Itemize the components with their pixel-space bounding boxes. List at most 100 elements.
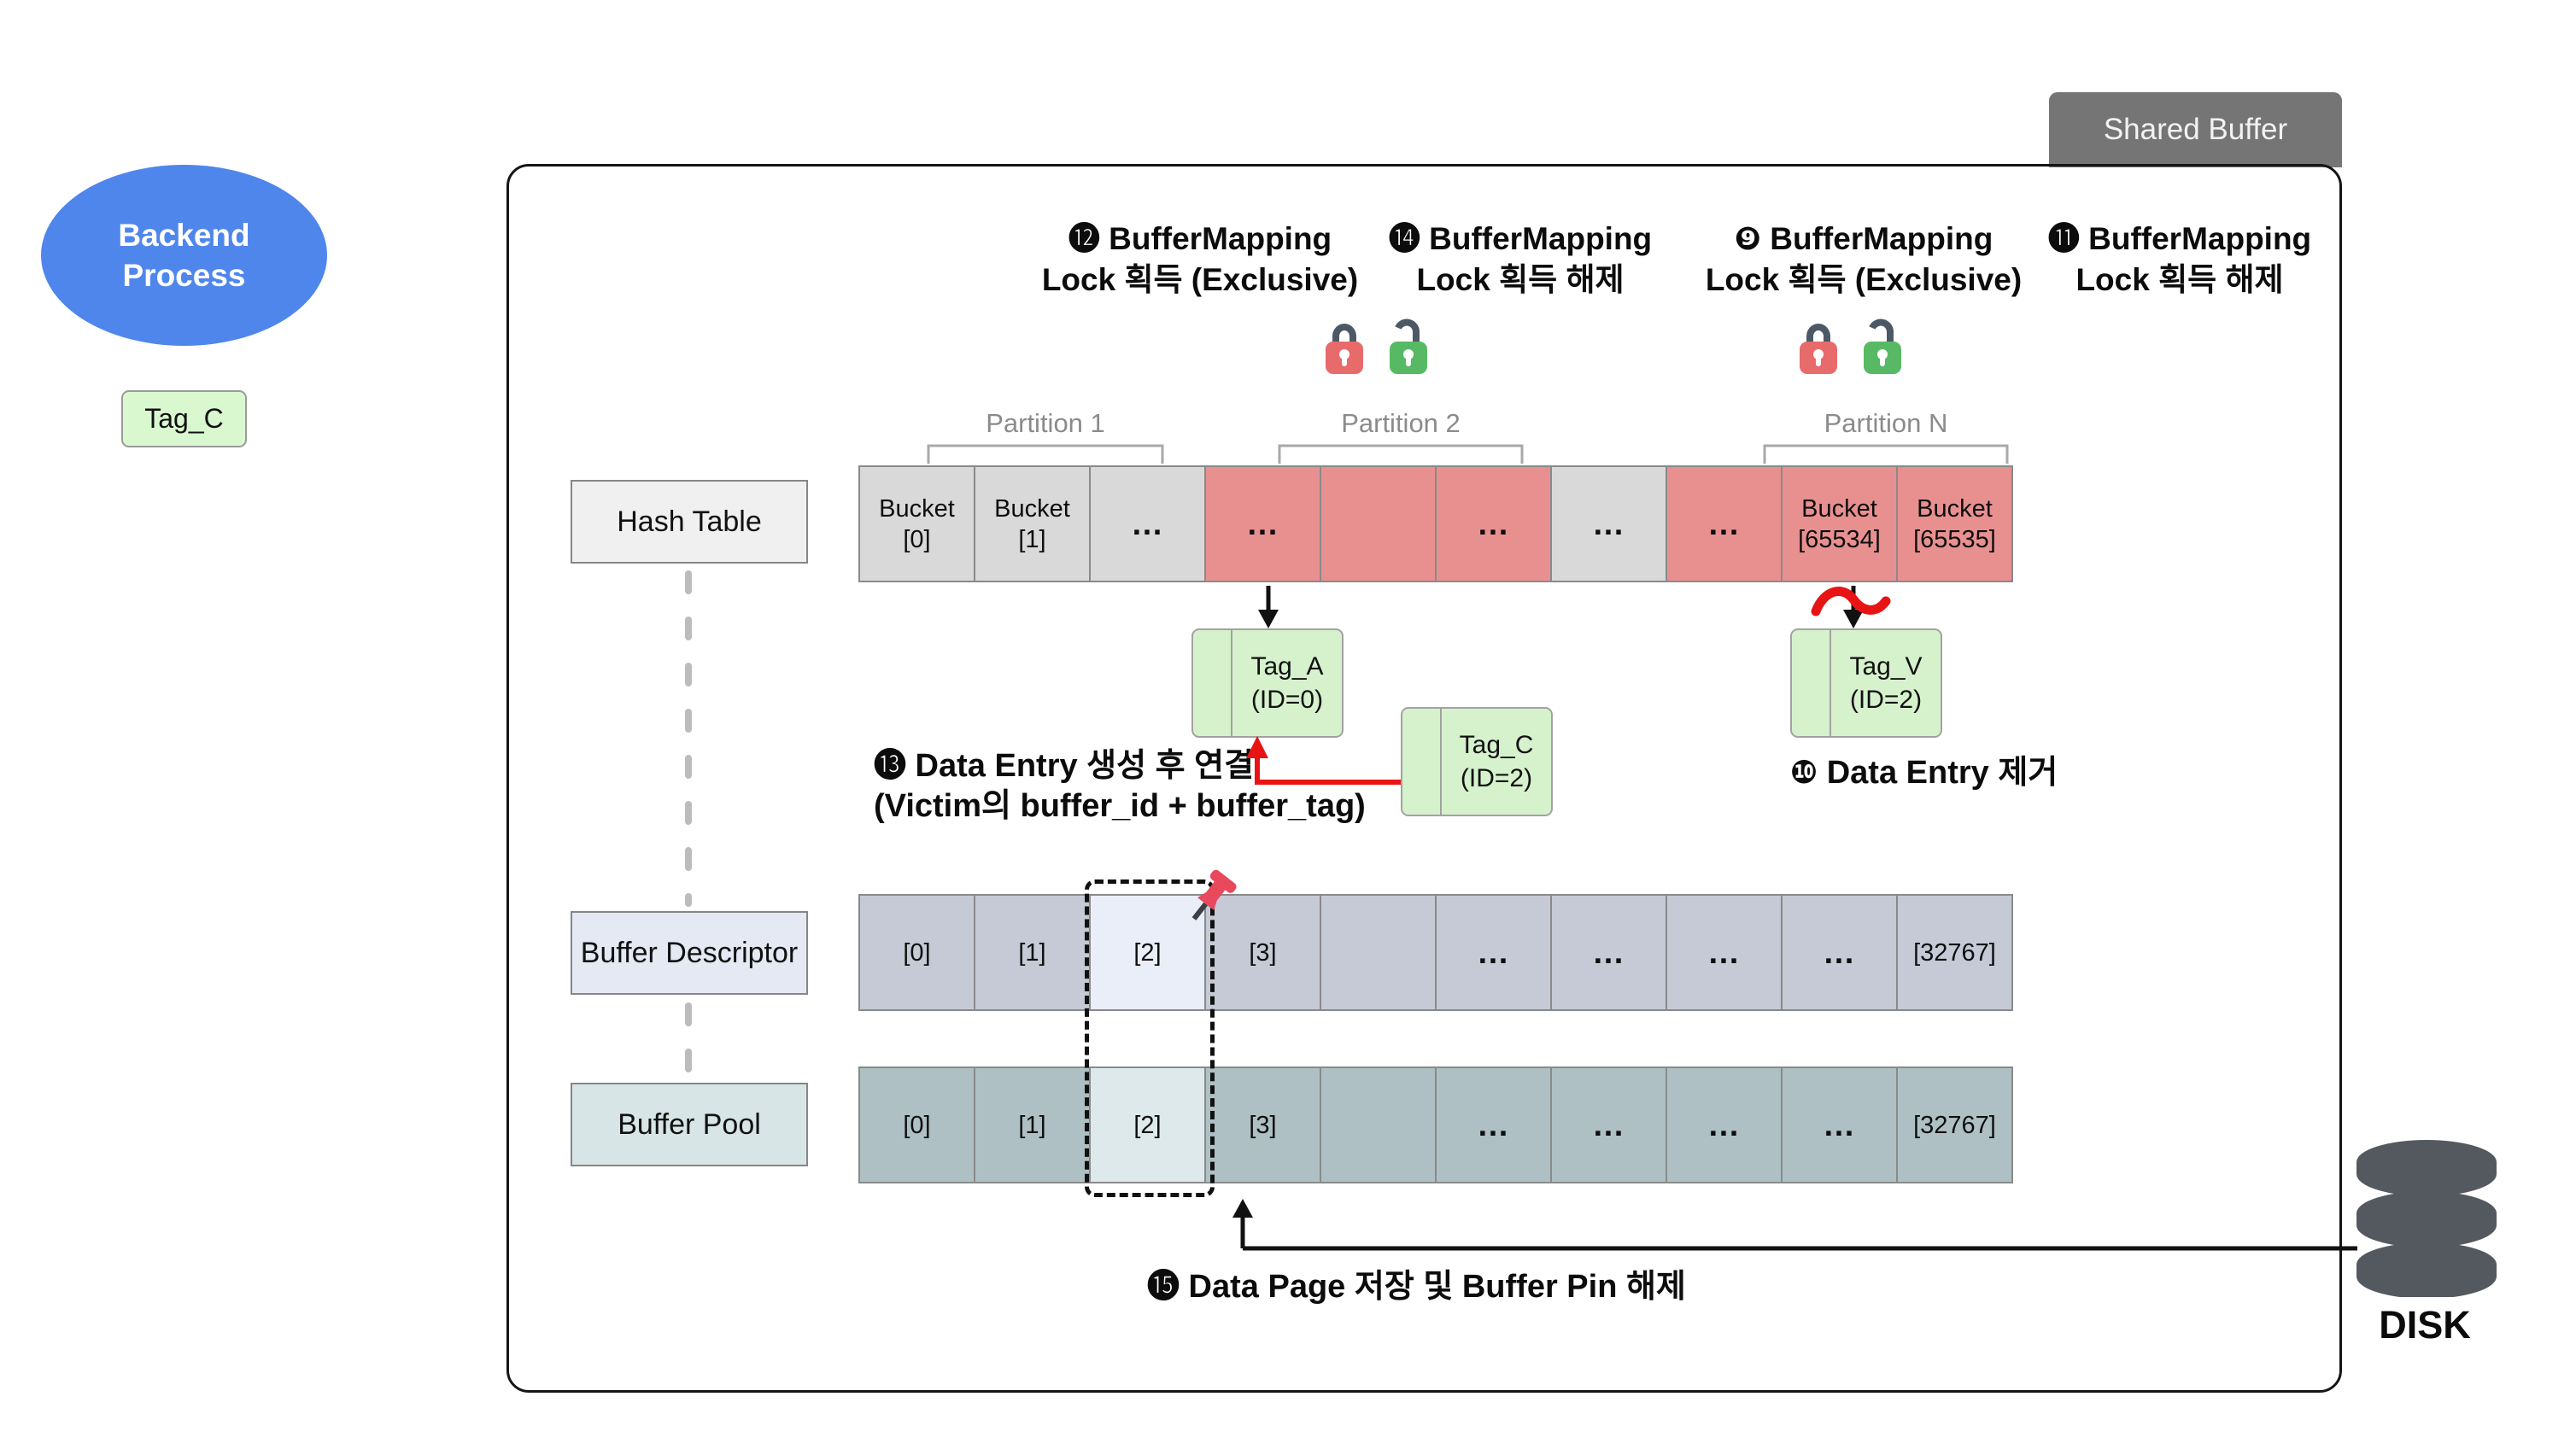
data-entry-tag-cell: Tag_A (ID=0) bbox=[1231, 628, 1344, 738]
pool-cell: [32767] bbox=[1896, 1066, 2013, 1183]
descriptor-cell: [0] bbox=[858, 894, 975, 1011]
cell-text: [1] bbox=[1018, 525, 1046, 553]
closed-lock-icon bbox=[1800, 324, 1837, 374]
annotation-step-12: ⓬ BufferMapping Lock 획득 (Exclusive) bbox=[1004, 219, 1396, 301]
cell-text: Bucket bbox=[994, 494, 1070, 523]
descriptor-cell bbox=[1320, 894, 1437, 1011]
annotation-step-12-line2: Lock 획득 (Exclusive) bbox=[1041, 262, 1359, 297]
cell-text: [32767] bbox=[1913, 1111, 1996, 1139]
hash-bucket-cell bbox=[1320, 465, 1437, 582]
data-entry-tag-v: Tag_V (ID=2) bbox=[1790, 628, 1942, 738]
cell-text: … bbox=[1592, 1107, 1625, 1143]
cell-text: … bbox=[1131, 505, 1164, 542]
hash-bucket-cell: … bbox=[1666, 465, 1783, 582]
hash-table-row: Bucket [0] Bucket [1] … … … … … Bucket [… bbox=[858, 465, 2013, 582]
data-entry-id-cell bbox=[1790, 628, 1831, 738]
pool-cell: [3] bbox=[1204, 1066, 1321, 1183]
pool-cell: … bbox=[1781, 1066, 1898, 1183]
annotation-step-11: ⓫ BufferMapping Lock 획득 해제 bbox=[1983, 219, 2376, 301]
hash-bucket-cell: Bucket [0] bbox=[858, 465, 975, 582]
hash-bucket-cell: Bucket [1] bbox=[974, 465, 1091, 582]
annotation-step-11-line2: Lock 획득 해제 bbox=[2075, 262, 2284, 297]
cell-text: [32767] bbox=[1913, 938, 1996, 967]
cell-text: … bbox=[1707, 934, 1741, 971]
backend-tag-c-box: Tag_C bbox=[121, 390, 247, 447]
hash-bucket-cell: … bbox=[1435, 465, 1552, 582]
data-entry-tag-cell: Tag_V (ID=2) bbox=[1830, 628, 1942, 738]
annotation-step-13-line1: ⓭ Data Entry 생성 후 연결 bbox=[874, 748, 1255, 784]
cell-text: Bucket bbox=[879, 494, 955, 523]
hash-bucket-cell: Bucket [65534] bbox=[1781, 465, 1898, 582]
data-entry-id-cell bbox=[1191, 628, 1232, 738]
partition-1-label: Partition 1 bbox=[986, 408, 1105, 438]
cell-text: [0] bbox=[903, 1111, 931, 1139]
buffer-descriptor-row: [0] [1] [2] [3] … … … … [32767] bbox=[858, 894, 2013, 1011]
cell-text: … bbox=[1707, 505, 1741, 542]
backend-process-label-line1: Backend bbox=[118, 218, 250, 253]
descriptor-cell: … bbox=[1550, 894, 1667, 1011]
closed-lock-icon bbox=[1326, 324, 1363, 374]
victim-selection-dashed-box bbox=[1085, 879, 1215, 1197]
tag-c-id: (ID=2) bbox=[1460, 764, 1533, 792]
descriptor-cell: [32767] bbox=[1896, 894, 2013, 1011]
cell-text: [2] bbox=[1133, 1111, 1162, 1139]
descriptor-cell: … bbox=[1435, 894, 1552, 1011]
annotation-step-13-line2: (Victim의 buffer_id + buffer_tag) bbox=[874, 788, 1366, 824]
annotation-step-11-line1: ⓫ BufferMapping bbox=[2047, 221, 2312, 256]
annotation-step-10: ❿ Data Entry 제거 bbox=[1790, 755, 2058, 791]
buffer-pool-label: Buffer Pool bbox=[618, 1107, 761, 1141]
tag-a-name: Tag_A bbox=[1250, 652, 1324, 681]
hash-bucket-cell: Bucket [65535] bbox=[1896, 465, 2013, 582]
pool-cell bbox=[1320, 1066, 1437, 1183]
pool-cell: [0] bbox=[858, 1066, 975, 1183]
cell-text: … bbox=[1477, 934, 1510, 971]
hash-table-label: Hash Table bbox=[617, 505, 762, 538]
cell-text: … bbox=[1246, 505, 1279, 542]
cell-text: [65535] bbox=[1913, 525, 1996, 553]
backend-tag-c-label: Tag_C bbox=[144, 403, 224, 434]
cell-text: [3] bbox=[1249, 938, 1277, 967]
pool-cell: … bbox=[1550, 1066, 1667, 1183]
hash-table-label-box: Hash Table bbox=[571, 480, 808, 564]
disk-label: DISK bbox=[2379, 1303, 2471, 1347]
cell-text: … bbox=[1823, 934, 1856, 971]
cell-text: … bbox=[1707, 1107, 1741, 1143]
cell-text: … bbox=[1592, 934, 1625, 971]
backend-process-ellipse: Backend Process bbox=[41, 165, 327, 346]
annotation-step-14-line1: ⓮ BufferMapping bbox=[1388, 221, 1653, 256]
annotation-step-15: ⓯ Data Page 저장 및 Buffer Pin 해제 bbox=[1147, 1269, 1686, 1305]
buffer-pool-row: [0] [1] [2] [3] … … … … [32767] bbox=[858, 1066, 2013, 1183]
cell-text: … bbox=[1592, 505, 1625, 542]
tag-v-id: (ID=2) bbox=[1849, 686, 1923, 714]
cell-text: [3] bbox=[1249, 1111, 1277, 1139]
cell-text: Bucket bbox=[1917, 494, 1993, 523]
hash-bucket-cell: … bbox=[1204, 465, 1321, 582]
cell-text: … bbox=[1477, 505, 1510, 542]
descriptor-cell: [1] bbox=[974, 894, 1091, 1011]
tag-a-id: (ID=0) bbox=[1250, 686, 1324, 714]
buffer-descriptor-label-box: Buffer Descriptor bbox=[571, 911, 808, 995]
data-entry-tag-a: Tag_A (ID=0) bbox=[1191, 628, 1344, 738]
pool-cell: … bbox=[1435, 1066, 1552, 1183]
cell-text: [2] bbox=[1133, 938, 1162, 967]
cell-text: [65534] bbox=[1798, 525, 1881, 553]
annotation-step-12-line1: ⓬ BufferMapping bbox=[1068, 221, 1332, 256]
partition-n-label: Partition N bbox=[1824, 408, 1948, 438]
annotation-step-9-line1: ❾ BufferMapping bbox=[1734, 221, 1993, 256]
tag-v-name: Tag_V bbox=[1849, 652, 1923, 681]
annotation-step-9: ❾ BufferMapping Lock 획득 (Exclusive) bbox=[1667, 219, 2060, 301]
pool-cell-victim: [2] bbox=[1089, 1066, 1206, 1183]
cell-text: [1] bbox=[1018, 938, 1046, 967]
shared-buffer-tab: Shared Buffer bbox=[2049, 92, 2342, 167]
hash-bucket-cell: … bbox=[1550, 465, 1667, 582]
descriptor-cell: … bbox=[1666, 894, 1783, 1011]
backend-process-label-line2: Process bbox=[122, 258, 246, 293]
pool-cell: … bbox=[1666, 1066, 1783, 1183]
buffer-descriptor-label: Buffer Descriptor bbox=[580, 936, 799, 969]
partition-2-label: Partition 2 bbox=[1341, 408, 1461, 438]
cell-text: … bbox=[1823, 1107, 1856, 1143]
tag-c-name: Tag_C bbox=[1459, 731, 1534, 759]
buffer-pool-label-box: Buffer Pool bbox=[571, 1083, 808, 1166]
hash-bucket-cell: … bbox=[1089, 465, 1206, 582]
